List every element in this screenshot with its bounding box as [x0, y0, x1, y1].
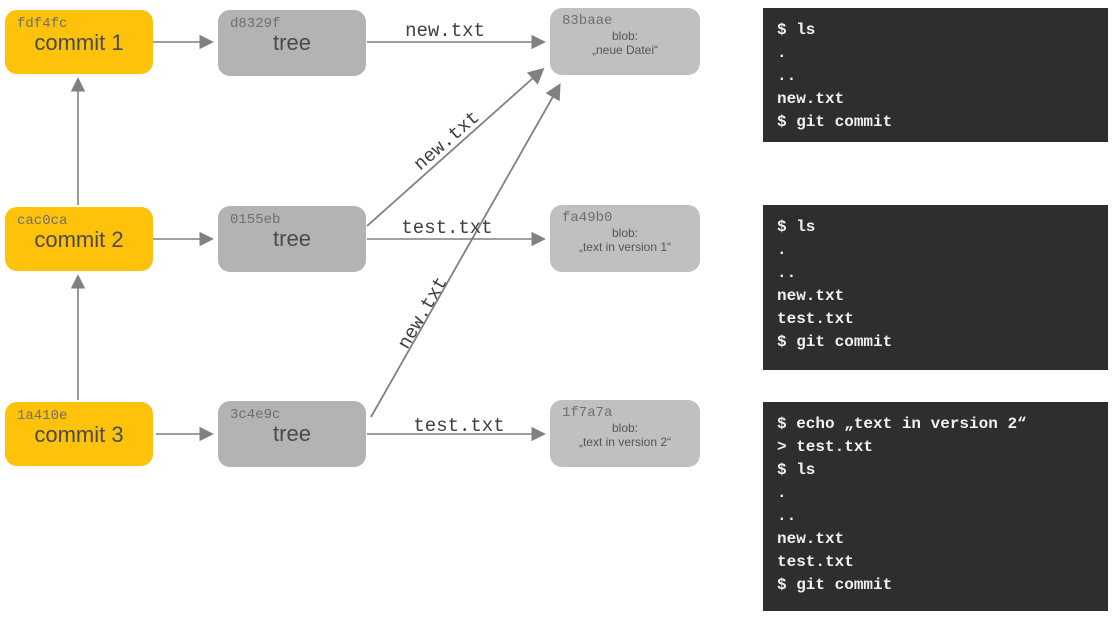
commit-3-node: 1a410e commit 3: [5, 402, 153, 466]
blob-3-content: „text in version 2“: [578, 435, 672, 449]
tree-2-node: 0155eb tree: [218, 206, 366, 272]
commit-2-label: commit 2: [34, 227, 124, 252]
blob-2-node: fa49b0 blob: „text in version 1“: [550, 205, 700, 272]
blob-1-type: blob:: [611, 29, 639, 43]
terminal-line: test.txt: [777, 310, 854, 328]
blob-3-node: 1f7a7a blob: „text in version 2“: [550, 400, 700, 467]
terminal-line: $ git commit: [777, 333, 893, 351]
terminal-line: .: [777, 241, 787, 259]
tree-3-node: 3c4e9c tree: [218, 401, 366, 467]
terminal-line: ..: [777, 264, 797, 282]
tree-1-label: tree: [273, 30, 311, 55]
terminal-window-3: $ echo „text in version 2“ > test.txt $ …: [763, 402, 1108, 611]
blob-3-type: blob:: [611, 421, 639, 435]
terminal-line: $ ls: [777, 461, 816, 479]
terminal-line: new.txt: [777, 530, 845, 548]
edge-label-tree3-blob1: new.txt: [393, 272, 453, 354]
tree-3-hash: 3c4e9c: [230, 407, 281, 423]
terminal-line: .: [777, 484, 787, 502]
commit-2-hash: cac0ca: [17, 213, 68, 229]
tree-2-hash: 0155eb: [230, 212, 281, 228]
terminal-line: $ git commit: [777, 113, 893, 131]
blob-2-content: „text in version 1“: [578, 240, 672, 254]
tree-2-label: tree: [273, 226, 311, 251]
terminal-line: test.txt: [777, 553, 854, 571]
blob-2-hash: fa49b0: [562, 210, 613, 226]
terminal-line: $ git commit: [777, 576, 893, 594]
terminal-line: $ ls: [777, 218, 816, 236]
commit-1-label: commit 1: [34, 30, 124, 55]
terminal-line: .: [777, 44, 787, 62]
blob-1-content: „neue Datei“: [591, 43, 659, 57]
edge-label-tree2-blob1: new.txt: [409, 106, 485, 176]
terminal-line: new.txt: [777, 287, 845, 305]
edge-label-tree2-blob2: test.txt: [401, 217, 493, 239]
tree-1-node: d8329f tree: [218, 10, 366, 76]
commit-1-node: fdf4fc commit 1: [5, 10, 153, 74]
terminal-line: > test.txt: [777, 438, 874, 456]
terminal-line: ..: [777, 507, 797, 525]
tree-3-label: tree: [273, 421, 311, 446]
terminal-window-2: $ ls . .. new.txt test.txt $ git commit: [763, 205, 1108, 370]
blob-1-hash: 83baae: [562, 13, 613, 29]
terminal-line: $ ls: [777, 21, 816, 39]
commit-2-node: cac0ca commit 2: [5, 207, 153, 271]
blob-1-node: 83baae blob: „neue Datei“: [550, 8, 700, 75]
edge-label-tree3-blob3: test.txt: [413, 415, 505, 437]
commit-1-hash: fdf4fc: [17, 16, 68, 32]
terminal-line: new.txt: [777, 90, 845, 108]
tree-1-hash: d8329f: [230, 16, 281, 32]
commit-3-hash: 1a410e: [17, 408, 68, 424]
edge-label-tree1-blob1: new.txt: [405, 20, 485, 42]
terminal-line: $ echo „text in version 2“: [777, 415, 1027, 433]
commit-3-label: commit 3: [34, 422, 124, 447]
blob-3-hash: 1f7a7a: [562, 405, 613, 421]
blob-2-type: blob:: [611, 226, 639, 240]
terminal-line: ..: [777, 67, 797, 85]
terminal-window-1: $ ls . .. new.txt $ git commit: [763, 8, 1108, 142]
